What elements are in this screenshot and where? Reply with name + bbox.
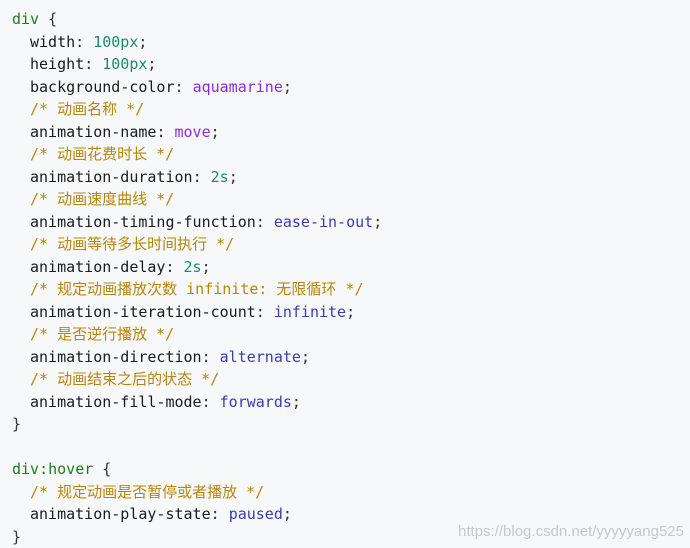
code-comment: /* 规定动画是否暂停或者播放 */ xyxy=(30,482,265,501)
close-brace: } xyxy=(12,527,22,546)
semicolon: ; xyxy=(228,167,238,186)
rule-close-line: } xyxy=(12,413,690,436)
colon: : xyxy=(75,32,94,51)
css-property: animation-play-state xyxy=(30,505,211,523)
rule-close-line: } xyxy=(12,526,690,548)
declaration-line: height: 100px; xyxy=(12,53,690,76)
css-value: 2s xyxy=(183,257,202,276)
code-comment: /* 规定动画播放次数 infinite: 无限循环 */ xyxy=(30,280,364,298)
code-comment: /* 动画名称 */ xyxy=(30,100,145,118)
css-property: animation-direction xyxy=(30,347,202,366)
close-brace: } xyxy=(12,415,22,433)
colon: : xyxy=(156,122,175,141)
code-comment: /* 动画等待多长时间执行 */ xyxy=(30,235,235,253)
open-brace: { xyxy=(39,10,58,28)
rule-selector-line: div:hover { xyxy=(12,458,690,481)
css-value: aquamarine xyxy=(192,77,283,96)
declaration-line: animation-direction: alternate; xyxy=(12,346,690,369)
declaration-line: animation-fill-mode: forwards; xyxy=(12,391,690,414)
css-value: infinite xyxy=(273,302,347,321)
code-comment: /* 动画花费时长 */ xyxy=(30,145,175,163)
css-value: paused xyxy=(228,505,283,523)
css-value: 100px xyxy=(93,32,139,51)
css-property: animation-delay xyxy=(30,257,166,276)
css-property: animation-duration xyxy=(30,167,193,186)
semicolon: ; xyxy=(147,55,157,73)
colon: : xyxy=(165,257,184,276)
css-value: 100px xyxy=(102,55,148,73)
comment-line: /* 动画结束之后的状态 */ xyxy=(12,368,690,391)
colon: : xyxy=(192,167,211,186)
open-brace: { xyxy=(93,460,112,478)
css-property: animation-name xyxy=(30,122,157,141)
semicolon: ; xyxy=(201,257,211,276)
css-property: height xyxy=(30,55,85,73)
declaration-line: animation-timing-function: ease-in-out; xyxy=(12,211,690,234)
semicolon: ; xyxy=(282,505,292,523)
semicolon: ; xyxy=(373,212,383,231)
declaration-line: animation-delay: 2s; xyxy=(12,256,690,279)
code-comment: /* 动画速度曲线 */ xyxy=(30,190,175,208)
comment-line: /* 动画花费时长 */ xyxy=(12,143,690,166)
watermark: https://blog.csdn.net/yyyyyang525 xyxy=(458,523,684,540)
css-property: width xyxy=(30,32,76,51)
comment-line: /* 动画速度曲线 */ xyxy=(12,188,690,211)
blank-line xyxy=(12,436,690,459)
css-value: alternate xyxy=(219,347,301,366)
semicolon: ; xyxy=(210,122,220,141)
declaration-line: background-color: aquamarine; xyxy=(12,76,690,99)
comment-line: /* 规定动画播放次数 infinite: 无限循环 */ xyxy=(12,278,690,301)
colon: : xyxy=(174,77,193,96)
css-value: move xyxy=(174,122,211,141)
code-comment: /* 动画结束之后的状态 */ xyxy=(30,370,220,388)
declaration-line: width: 100px; xyxy=(12,31,690,54)
css-property: animation-iteration-count xyxy=(30,302,256,321)
css-selector: div:hover xyxy=(12,460,94,478)
colon: : xyxy=(201,392,220,411)
semicolon: ; xyxy=(291,392,301,411)
colon: : xyxy=(210,505,229,523)
rule-selector-line: div { xyxy=(12,8,690,31)
declaration-line: animation-play-state: paused; xyxy=(12,503,690,526)
code-comment: /* 是否逆行播放 */ xyxy=(30,325,175,343)
comment-line: /* 规定动画是否暂停或者播放 */ xyxy=(12,481,690,504)
css-value: ease-in-out xyxy=(273,212,374,231)
css-property: animation-fill-mode xyxy=(30,392,202,411)
declaration-line: animation-duration: 2s; xyxy=(12,166,690,189)
colon: : xyxy=(84,55,103,73)
colon: : xyxy=(201,347,220,366)
semicolon: ; xyxy=(300,347,310,366)
css-property: background-color xyxy=(30,77,175,96)
colon: : xyxy=(255,212,274,231)
comment-line: /* 动画名称 */ xyxy=(12,98,690,121)
css-property: animation-timing-function xyxy=(30,212,256,231)
css-selector: div xyxy=(12,10,40,28)
comment-line: /* 动画等待多长时间执行 */ xyxy=(12,233,690,256)
semicolon: ; xyxy=(346,302,356,321)
css-value: 2s xyxy=(210,167,229,186)
semicolon: ; xyxy=(138,32,148,51)
semicolon: ; xyxy=(282,77,292,96)
comment-line: /* 是否逆行播放 */ xyxy=(12,323,690,346)
colon: : xyxy=(255,302,274,321)
declaration-line: animation-iteration-count: infinite; xyxy=(12,301,690,324)
css-value: forwards xyxy=(219,392,292,411)
declaration-line: animation-name: move; xyxy=(12,121,690,144)
